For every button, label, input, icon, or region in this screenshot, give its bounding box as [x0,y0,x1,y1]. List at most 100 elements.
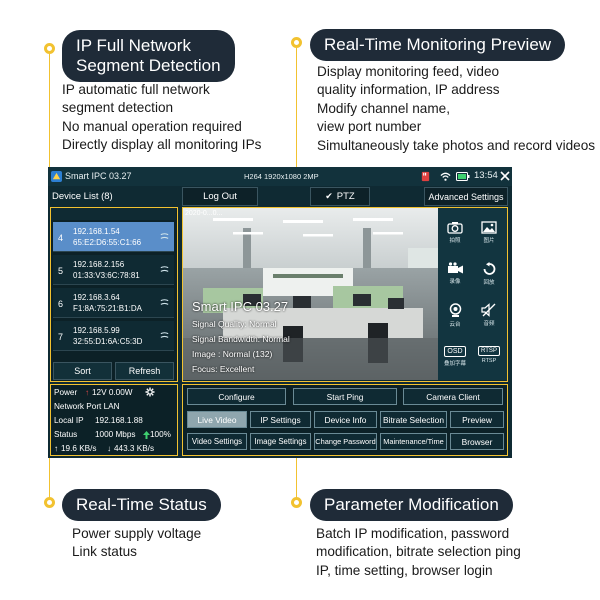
upload-rate: 19.6 KB/s [61,444,97,453]
maintenance-time-button[interactable]: Maintenance/Time [380,433,447,450]
record-button[interactable]: 录像 [438,256,472,290]
preview-desc-line: Modify channel name, [317,100,450,116]
configure-button[interactable]: Configure [187,388,286,405]
status-callout-title: Real-Time Status [62,489,221,521]
photos-button[interactable]: 图片 [472,215,506,249]
advanced-settings-button[interactable]: Advanced Settings [424,187,508,206]
control-caption: 拍照 [449,238,461,244]
osd-label: OSD [447,348,463,355]
device-ip: 192.168.2.156 [73,260,125,269]
device-ip: 192.168.3.64 [73,293,120,302]
preview-desc-line: view port number [317,119,422,135]
param-callout-dot [291,497,302,508]
local-ip-value: 192.168.1.88 [95,416,143,425]
refresh-button[interactable]: Refresh [115,362,174,380]
live-video-button[interactable]: Live Video [187,411,247,428]
battery-icon [456,172,470,181]
device-row[interactable]: 5 192.168.2.156 01:33:V3:6C:78:81 [53,255,174,285]
link-up-icon [143,431,150,439]
param-desc-line: Batch IP modification, password [316,526,510,541]
gear-icon[interactable] [145,387,155,397]
device-mac: 65:E2:D6:55:C1:66 [73,238,142,247]
camera-feed-image[interactable] [183,208,438,380]
device-ip: 192.168.5.99 [73,326,120,335]
browser-button[interactable]: Browser [450,433,504,450]
status-callout-dot [44,497,55,508]
camera-client-button[interactable]: Camera Client [403,388,503,405]
live-preview-panel: 2020-0...0... Smart IPC 03.27 Signal Qua… [182,207,508,382]
local-ip-label: Local IP [54,416,84,425]
image-settings-button[interactable]: Image Settings [250,433,311,450]
playback-icon [483,262,495,275]
param-desc-line: IP, time setting, browser login [316,562,493,578]
network-title-line1: IP Full Network [76,36,191,55]
logout-button[interactable]: Log Out [182,187,258,206]
ptz-control-button[interactable]: 云台 [438,297,472,331]
status-callout-desc: Power supply voltage Link status [72,525,201,562]
status-label: Status [54,430,78,439]
ip-settings-button[interactable]: IP Settings [250,411,311,428]
preview-control-bar: 拍照 图片 录像 回放 云台 [438,208,507,380]
title-bar: Smart IPC 03.27 H264 1920x1080 2MP 13:54 [48,167,512,186]
device-number: 5 [58,266,64,276]
app-title: Smart IPC 03.27 [65,171,132,181]
device-list-panel: 4 192.168.1.54 65:E2:D6:55:C1:66 5 192.1… [50,207,178,382]
audio-button[interactable]: 音频 [472,297,506,331]
parameter-panel: Configure Start Ping Camera Client Live … [182,384,508,456]
check-icon: ✔ [325,191,333,201]
sort-button[interactable]: Sort [53,362,112,380]
ptz-tab[interactable]: ✔ PTZ [310,187,370,206]
network-callout-desc: IP automatic full network segment detect… [62,81,261,155]
control-caption: 回放 [483,280,495,286]
preview-callout-title: Real-Time Monitoring Preview [310,29,566,61]
control-caption: 录像 [449,279,461,285]
device-info-button[interactable]: Device Info [314,411,377,428]
sd-card-icon [421,171,430,182]
link-icon [160,233,169,239]
camera-channel-name[interactable]: Smart IPC 03.27 [192,299,289,314]
clock-time: 13:54 [474,170,498,181]
image-quality-text: Image : Normal (132) [192,349,273,359]
device-mac: F1:8A:75:21:B1:DA [73,304,142,313]
device-row[interactable]: 4 192.168.1.54 65:E2:D6:55:C1:66 [53,222,174,252]
camera-icon [447,222,463,234]
rtsp-label: RTSP [481,348,497,354]
photos-icon [481,221,497,234]
preview-callout-line [296,48,297,208]
device-row[interactable]: 7 192.168.5.99 32:55:D1:6A:C5:3D [53,321,174,351]
control-caption: 云台 [449,322,461,328]
snapshot-button[interactable]: 拍照 [438,215,472,249]
param-callout-line [296,458,297,498]
change-password-button[interactable]: Change Password [314,433,377,450]
device-row[interactable]: 6 192.168.3.64 F1:8A:75:21:B1:DA [53,288,174,318]
close-icon[interactable] [500,171,510,181]
playback-button[interactable]: 回放 [472,256,506,290]
control-caption: 音频 [483,321,495,327]
stream-info: H264 1920x1080 2MP [244,172,319,181]
start-ping-button[interactable]: Start Ping [293,388,397,405]
download-arrow-icon: ↓ [107,444,112,453]
rtsp-button[interactable]: RTSP RTSP [472,340,506,374]
device-ip: 192.168.1.54 [73,227,120,236]
device-number: 7 [58,332,64,342]
bitrate-selection-button[interactable]: Bitrate Selection [380,411,447,428]
network-callout-dot [44,43,55,54]
network-desc-line: segment detection [62,100,174,116]
device-mac: 32:55:D1:6A:C5:3D [73,337,143,346]
link-icon [160,266,169,272]
network-desc-line: IP automatic full network [62,82,210,97]
preview-desc-line: Simultaneously take photos and record vi… [317,137,596,153]
osd-button[interactable]: OSD 叠加字幕 [438,340,472,374]
download-rate: 443.3 KB/s [114,444,155,453]
preview-button[interactable]: Preview [450,411,504,428]
audio-icon [481,303,496,317]
status-desc-line: Link status [72,544,137,560]
video-settings-button[interactable]: Video Settings [187,433,247,450]
network-callout-line [49,54,50,167]
param-callout-desc: Batch IP modification, password modifica… [316,525,521,580]
device-number: 6 [58,299,64,309]
power-indicator-icon: ↑ [85,388,90,397]
device-list-label[interactable]: Device List (8) [52,191,113,202]
device-mac: 01:33:V3:6C:78:81 [73,271,140,280]
